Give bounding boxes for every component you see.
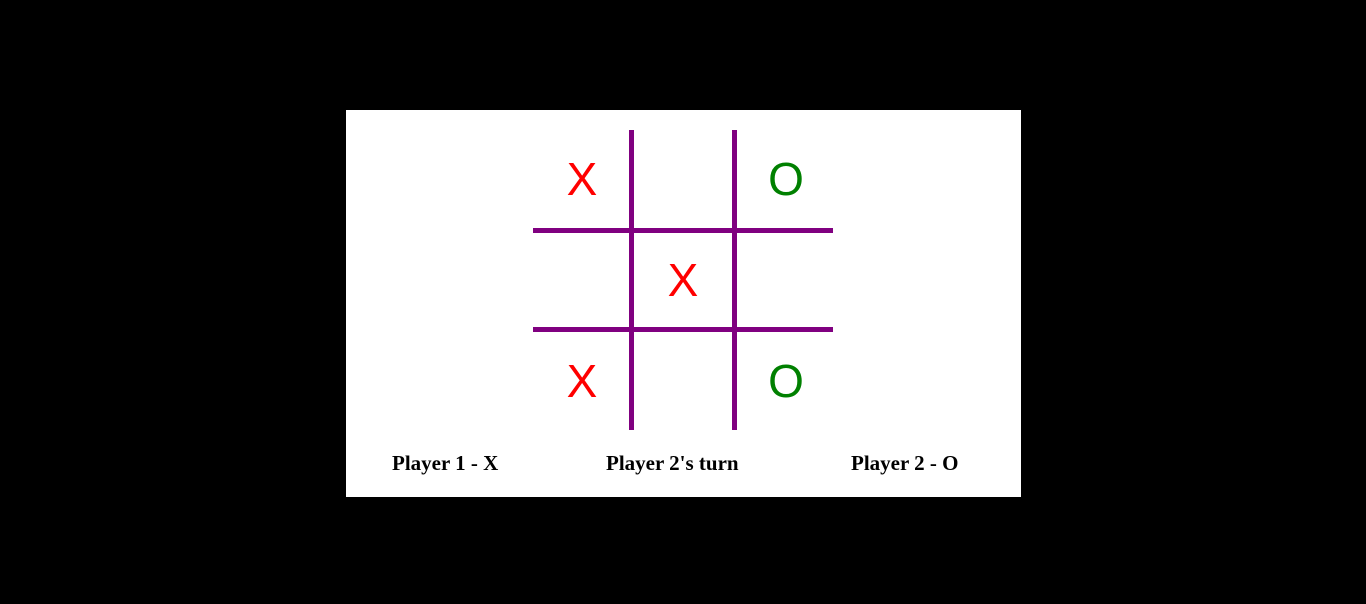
board-cell-3[interactable]: O [768,153,804,205]
board-cell-6[interactable] [737,231,835,329]
board-cell-5[interactable]: X [667,254,699,306]
board-cell-2[interactable] [634,130,732,228]
player-2-label: Player 2 - O [851,451,959,475]
board-cell-8[interactable] [634,332,732,430]
player-1-label: Player 1 - X [392,451,499,475]
tic-tac-toe-board: X O X X O [533,130,833,430]
board-cell-1[interactable]: X [566,153,598,205]
turn-indicator: Player 2's turn [606,451,739,475]
grid-line-horizontal-1 [533,228,833,233]
grid-line-horizontal-2 [533,327,833,332]
board-cell-7[interactable]: X [566,355,598,407]
board-cell-9[interactable]: O [768,355,804,407]
grid-line-vertical-1 [629,130,634,430]
board-cell-4[interactable] [533,231,631,329]
grid-line-vertical-2 [732,130,737,430]
game-panel: X O X X O Player 1 - X Player 2's turn P… [346,110,1021,497]
